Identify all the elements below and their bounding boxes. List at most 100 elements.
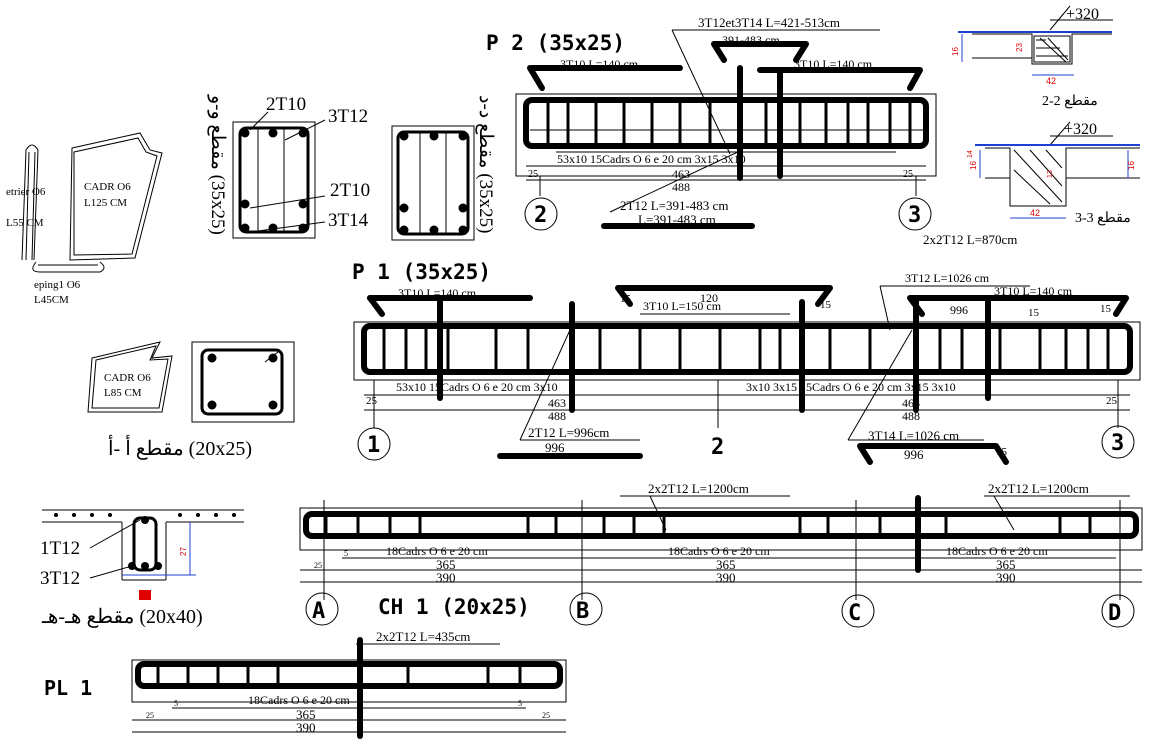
p2-right-bar: 3T10 L=140 cm <box>794 57 873 71</box>
p1-996: 996 <box>950 303 968 317</box>
etrier-detail: etrier O6 L55 CM <box>6 144 46 261</box>
p1-len-l2: 488 <box>548 409 566 423</box>
cadr85-length: L85 CM <box>104 387 142 399</box>
p1-15b: 15 <box>820 299 832 311</box>
s33-16a: 16 <box>969 161 978 170</box>
s33-note: 2x2T12 L=870cm <box>923 232 1017 247</box>
p2-stirrups <box>546 100 912 146</box>
beam-pl1: PL 1 2x2T12 L=435cm 18Cadrs O 6 e 20 cm … <box>44 629 567 739</box>
s33-elev: +320 <box>1064 121 1097 138</box>
section-33: +320 42 16 16 14 13 مقطع 3-3 2x2T12 L=87… <box>923 121 1140 247</box>
beam-p1: P 1 (35x25) 3T10 L=140 cm 120 3T10 L=150… <box>352 260 1141 465</box>
p1-axis3: 3 <box>1111 431 1124 456</box>
p2-c1: 25 <box>528 169 538 180</box>
ww-3t12: 3T12 <box>328 106 368 127</box>
p2-axis-left: 2 <box>534 203 547 228</box>
etrier-length: L55 CM <box>6 217 44 229</box>
s33-14: 14 <box>967 150 974 158</box>
p2-axis-right: 3 <box>908 203 921 228</box>
s33-16b: 16 <box>1127 161 1136 170</box>
ch1-axis-c: C <box>848 601 861 626</box>
p1-top-left-bar: 3T10 L=140 cm <box>398 286 477 300</box>
ch1-5: 5 <box>344 549 348 558</box>
p2-title: P 2 (35x25) <box>486 31 625 55</box>
p1-title: P 1 (35x25) <box>352 260 491 284</box>
section-dd-label: مقطع د-د (35x25) <box>475 95 496 233</box>
p1-c2: 25 <box>1106 395 1118 407</box>
section-dd: مقطع د-د (35x25) <box>391 95 496 241</box>
ch1-25: 25 <box>314 561 322 570</box>
section-ww: مقطع و-و (35x25) 2T10 3T12 2T10 3T14 <box>207 94 370 239</box>
pl1-stirrups <box>156 664 522 686</box>
p2-left-bar: 3T10 L=140 cm <box>560 57 639 71</box>
pl1-span: 18Cadrs O 6 e 20 cm <box>248 693 350 707</box>
p1-dims-left: 53x10 15Cadrs O 6 e 20 cm 3x10 <box>396 380 558 394</box>
ch1-390c: 390 <box>996 570 1016 585</box>
p1-bot-left-len: 996 <box>545 440 565 455</box>
etrier-label: etrier O6 <box>6 186 46 198</box>
pl1-25b: 25 <box>542 711 550 720</box>
hh-3t12: 3T12 <box>40 568 80 589</box>
beam-ch1: 2x2T12 L=1200cm 2x2T12 L=1200cm 18Cadrs … <box>299 481 1143 628</box>
eping-length: L45CM <box>34 294 69 306</box>
ww-2t10-top: 2T10 <box>266 94 306 115</box>
p1-len-r1: 463 <box>902 396 920 410</box>
hh-1t12: 1T12 <box>40 538 80 559</box>
p2-top-note2: 391-483 cm <box>722 33 780 47</box>
p1-len-l1: 463 <box>548 396 566 410</box>
p1-mid-len: 120 <box>700 291 718 305</box>
p1-bot-left: 2T12 L=996cm <box>528 425 609 440</box>
s22-16: 16 <box>951 47 960 56</box>
pl1-25a: 25 <box>146 711 154 720</box>
s33-13: 13 <box>1047 170 1054 178</box>
p2-len2: 488 <box>672 180 690 194</box>
p1-15a: 15 <box>620 293 632 305</box>
s22-elev: +320 <box>1066 6 1099 23</box>
cadr85-detail: CADR O6 L85 CM <box>87 341 173 413</box>
p1-right-top: 3T12 L=1026 cm <box>905 271 990 285</box>
ww-3t14: 3T14 <box>328 210 369 231</box>
section-aa-label: مقطع أ -أ (20x25) <box>108 434 252 460</box>
section-hh: 27 1T12 3T12 مقطع هـ-هـ (20x40) <box>40 509 244 628</box>
p1-dims-right: 3x10 3x15 15Cadrs O 6 e 20 cm 3x15 3x10 <box>746 380 956 394</box>
ch1-span2: 18Cadrs O 6 e 20 cm <box>668 544 770 558</box>
p1-stirrups <box>382 326 1110 372</box>
p1-axis1: 1 <box>367 433 380 458</box>
p1-bot-right-15: 15 <box>996 446 1008 458</box>
p1-axis2: 2 <box>711 435 724 460</box>
s33-42: 42 <box>1030 208 1040 218</box>
ch1-axis-d: D <box>1108 601 1121 626</box>
ch1-title: CH 1 (20x25) <box>378 595 530 619</box>
ch1-note1: 2x2T12 L=1200cm <box>648 481 749 496</box>
section-22: +320 42 16 23 مقطع 2-2 <box>951 5 1113 109</box>
ch1-axis-a: A <box>312 599 325 624</box>
p1-bot-right-len: 996 <box>904 447 924 462</box>
hh-27-dim: 27 <box>179 547 188 556</box>
s33-label: مقطع 3-3 <box>1075 211 1131 226</box>
s22-label: مقطع 2-2 <box>1042 94 1098 109</box>
p2-c2: 25 <box>903 169 913 180</box>
section-aa: مقطع أ -أ (20x25) <box>108 341 295 460</box>
pl1-title: PL 1 <box>44 676 92 700</box>
pl1-note: 2x2T12 L=435cm <box>376 629 470 644</box>
cadr85-label: CADR O6 <box>104 372 151 384</box>
p2-len1: 463 <box>672 167 690 181</box>
p1-c1: 25 <box>366 395 378 407</box>
p1-15c: 15 <box>1028 307 1040 319</box>
beam-p2: P 2 (35x25) 3T12et3T14 L=421-513cm 391-4… <box>486 15 937 231</box>
ch1-note2: 2x2T12 L=1200cm <box>988 481 1089 496</box>
p2-bot-note2: L=391-483 cm <box>638 212 716 227</box>
cadr125-label: CADR O6 <box>84 181 131 193</box>
ch1-stirrups <box>324 514 1092 536</box>
ch1-axis-b: B <box>576 599 589 624</box>
p1-right-bar: 3T10 L=140 cm <box>994 284 1073 298</box>
eping-detail: eping1 O6 L45CM <box>32 261 105 306</box>
p1-mid-bar: 3T10 L=150 cm <box>643 299 722 313</box>
p2-dims: 53x10 15Cadrs O 6 e 20 cm 3x15 3x10 <box>557 152 746 166</box>
eping-label: eping1 O6 <box>34 279 81 291</box>
pl1-5b: 5 <box>518 699 522 708</box>
ch1-span1: 18Cadrs O 6 e 20 cm <box>386 544 488 558</box>
section-ww-label: مقطع و-و (35x25) <box>207 94 228 235</box>
ch1-390a: 390 <box>436 570 456 585</box>
p2-bot-note: 2T12 L=391-483 cm <box>620 198 728 213</box>
